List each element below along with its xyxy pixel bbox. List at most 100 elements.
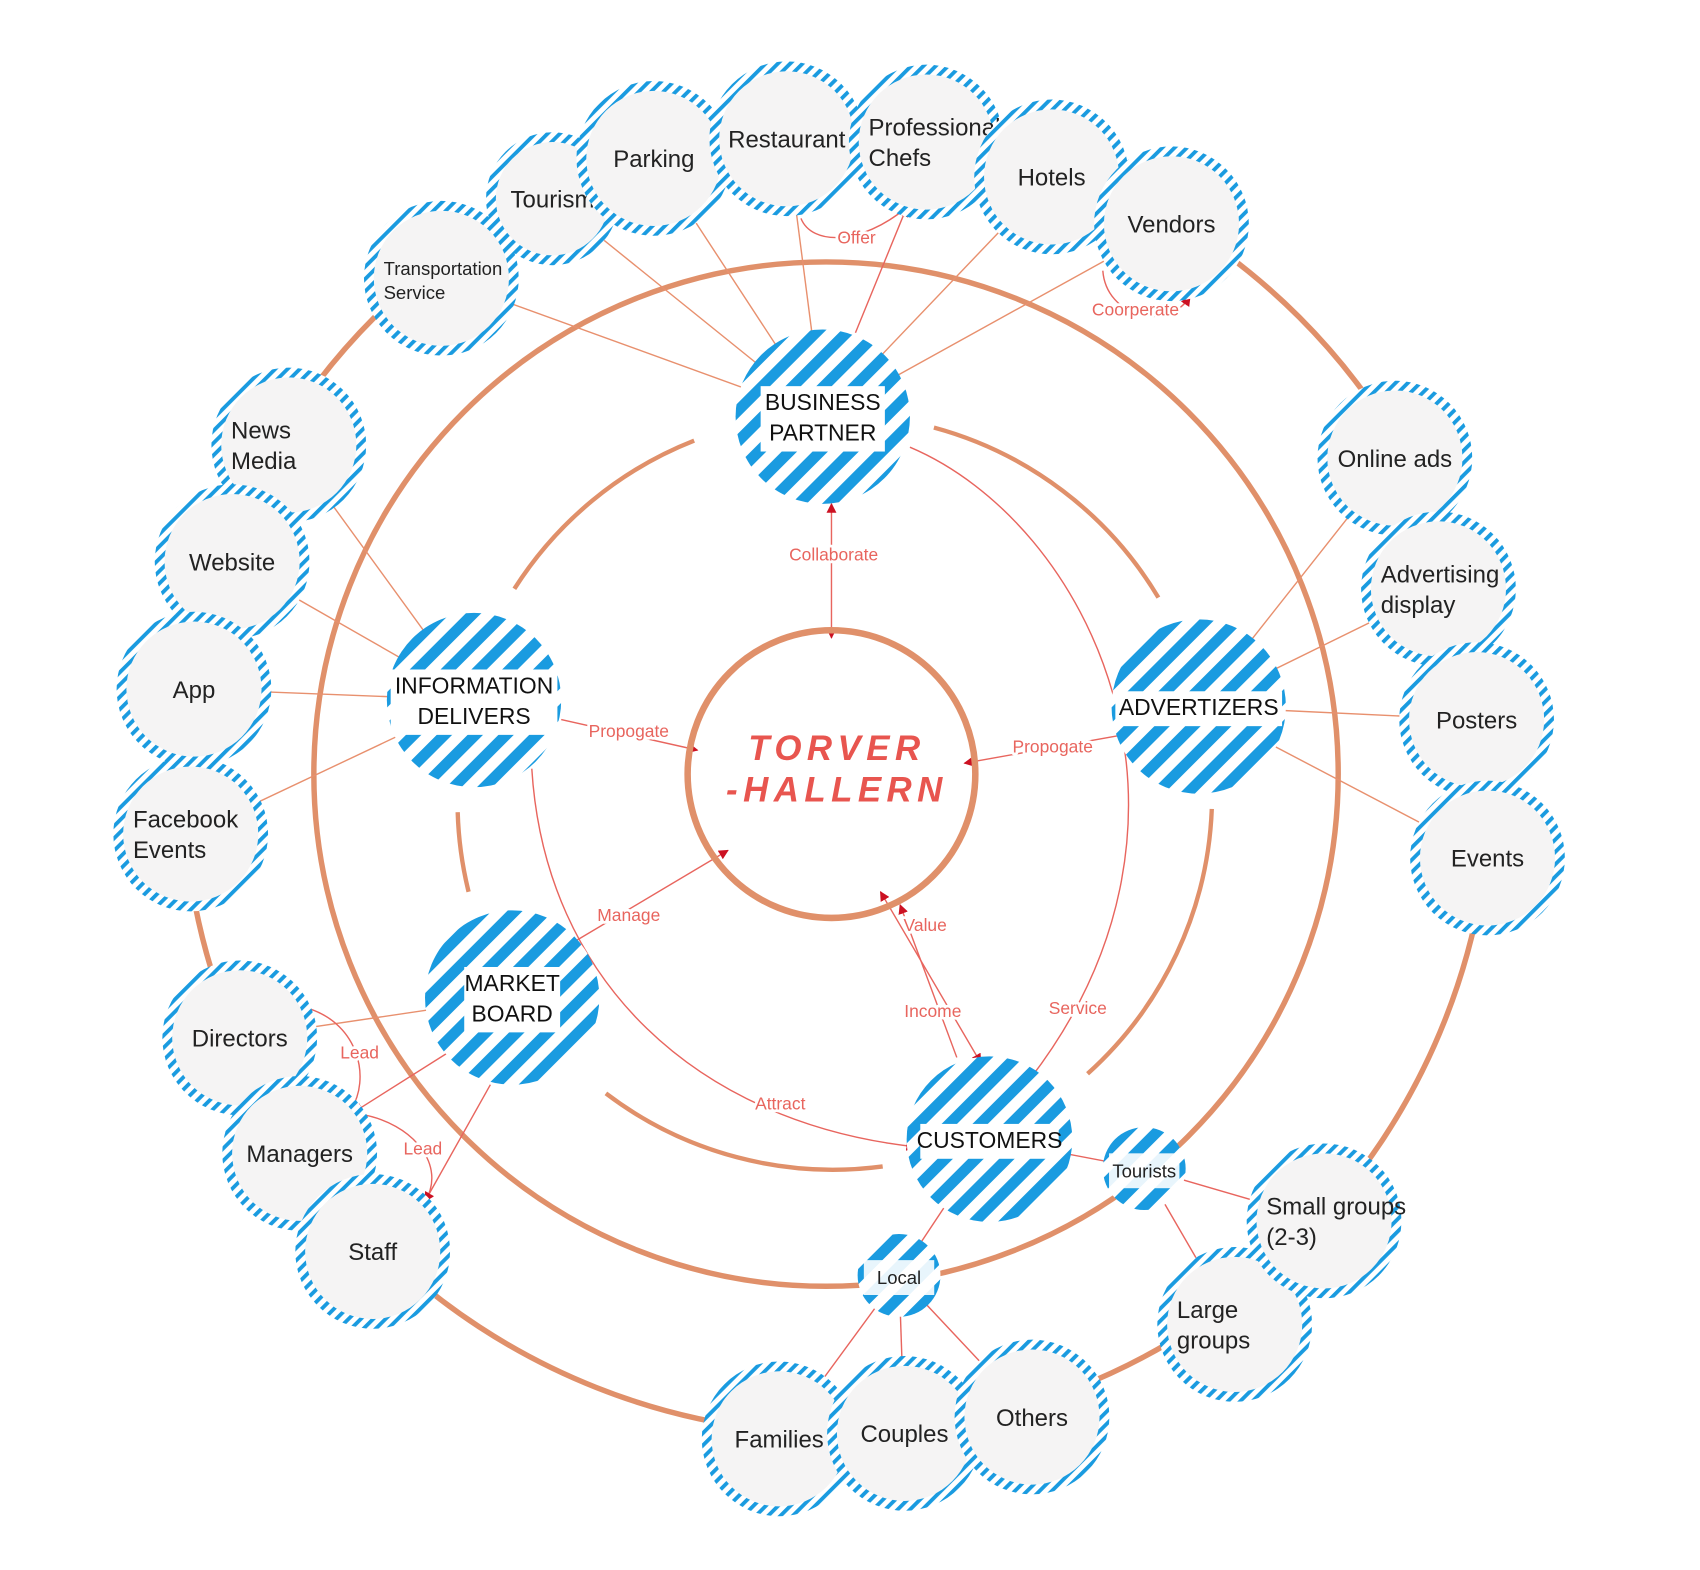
- node-fill: [1409, 652, 1545, 788]
- arrow-edge: [854, 206, 908, 334]
- node-label-bg: [390, 669, 558, 735]
- node-fill: [1370, 521, 1507, 657]
- node-label: Parking: [613, 146, 694, 173]
- node-fill: [305, 1183, 441, 1319]
- node-label-bg: [863, 1260, 935, 1295]
- center-title-line1: TORVER: [748, 729, 925, 768]
- node-label: Directors: [192, 1026, 288, 1053]
- node-label-bg: [920, 1123, 1059, 1159]
- main-node-local[interactable]: Local: [857, 1233, 941, 1317]
- node-fill: [964, 1349, 1100, 1485]
- edge-label-lead2: Lead: [403, 1138, 442, 1158]
- node-label-bg: [1109, 1153, 1180, 1189]
- node-label: Families: [735, 1427, 824, 1454]
- node-hotels[interactable]: Hotels: [974, 99, 1129, 255]
- node-label: Restaurant: [728, 127, 846, 154]
- node-others[interactable]: Others: [954, 1339, 1110, 1495]
- node-large[interactable]: Large groups: [1157, 1247, 1313, 1402]
- node-restaurant[interactable]: Restaurant: [709, 61, 865, 217]
- node-fill: [126, 621, 262, 757]
- node-fill: [221, 377, 357, 513]
- main-node-adv[interactable]: ADVERTIZERS: [1111, 619, 1286, 794]
- arrow-edge-offer: [800, 206, 908, 239]
- edge-label-lead1: Lead: [340, 1043, 379, 1063]
- inner-arc: [604, 1091, 883, 1172]
- arrow-edge-lead1: [308, 1007, 361, 1111]
- node-fill: [1103, 156, 1240, 292]
- main-node-tourists[interactable]: Tourists: [1102, 1127, 1186, 1210]
- node-label: News: [231, 417, 291, 444]
- inner-arc: [512, 438, 695, 591]
- main-node-customers[interactable]: CUSTOMERS: [906, 1056, 1073, 1222]
- node-onlineads[interactable]: Online ads: [1317, 380, 1473, 536]
- arrow-edge: [353, 1051, 450, 1113]
- node-staff[interactable]: Staff: [295, 1174, 451, 1329]
- node-fill: [373, 210, 509, 346]
- node-fill: [719, 71, 855, 207]
- node-label: Events: [1451, 846, 1524, 873]
- main-node-label: CUSTOMERS: [917, 1127, 1063, 1153]
- node-fill: [711, 1371, 847, 1507]
- node-label: (2-3): [1266, 1224, 1317, 1251]
- inner-arc: [933, 425, 1161, 599]
- node-families[interactable]: Families: [701, 1361, 857, 1517]
- node-label: groups: [1177, 1327, 1250, 1354]
- main-node-label: INFORMATION: [395, 672, 553, 698]
- node-label: Transportation: [384, 258, 503, 279]
- node-label: Facebook: [133, 807, 239, 834]
- node-label: Vendors: [1127, 212, 1215, 239]
- center-title-line2: -HALLERN: [726, 770, 948, 809]
- edge-label-propogate_right: Propogate: [1012, 736, 1092, 756]
- main-node-label: PARTNER: [769, 420, 876, 446]
- edge-label-attract: Attract: [755, 1094, 806, 1114]
- main-node-market[interactable]: MARKET BOARD: [425, 910, 600, 1085]
- node-label: Managers: [246, 1141, 353, 1168]
- node-label: Large: [1177, 1297, 1238, 1324]
- main-node-label: Local: [877, 1267, 921, 1288]
- node-label: Chefs: [869, 145, 932, 172]
- node-couples[interactable]: Couples: [827, 1356, 982, 1511]
- node-label: Service: [384, 282, 446, 303]
- node-fill: [984, 109, 1120, 245]
- node-fill: [1167, 1256, 1303, 1392]
- node-label-bg: [1115, 691, 1283, 727]
- node-label: Small groups: [1266, 1193, 1406, 1220]
- node-parking[interactable]: Parking: [576, 81, 732, 236]
- node-label: Posters: [1436, 707, 1517, 734]
- node-posters[interactable]: Posters: [1399, 642, 1554, 797]
- node-fill: [586, 90, 722, 226]
- main-node-label: MARKET: [465, 970, 560, 996]
- node-label: Events: [133, 837, 206, 864]
- edge-label-offer: Offer: [837, 227, 876, 247]
- node-directors[interactable]: Directors: [162, 960, 318, 1116]
- node-vendors[interactable]: Vendors: [1094, 146, 1249, 302]
- main-node-label: BOARD: [471, 1000, 552, 1026]
- arrow-edge-service: [909, 446, 1129, 1081]
- center-node: TORVER -HALLERN: [684, 626, 979, 922]
- edge-label-collaborate: Collaborate: [789, 545, 878, 565]
- node-label: Hotels: [1018, 165, 1086, 192]
- node-events[interactable]: Events: [1410, 780, 1565, 936]
- node-fill: [1419, 790, 1556, 926]
- node-fill: [164, 494, 300, 630]
- node-website[interactable]: Website: [154, 484, 310, 639]
- node-label: Couples: [861, 1421, 949, 1448]
- node-smallg[interactable]: Small groups (2-3): [1246, 1143, 1407, 1299]
- node-app[interactable]: App: [116, 611, 272, 767]
- node-label: App: [173, 677, 216, 704]
- node-label: Website: [189, 549, 275, 576]
- arrow-edge-value: [879, 890, 982, 1064]
- arrow-edge-coorperate: [1102, 270, 1191, 318]
- center-ring: [684, 626, 979, 922]
- edge-label-coorperate: Coorperate: [1092, 299, 1179, 319]
- edge-label-value: Value: [904, 915, 947, 935]
